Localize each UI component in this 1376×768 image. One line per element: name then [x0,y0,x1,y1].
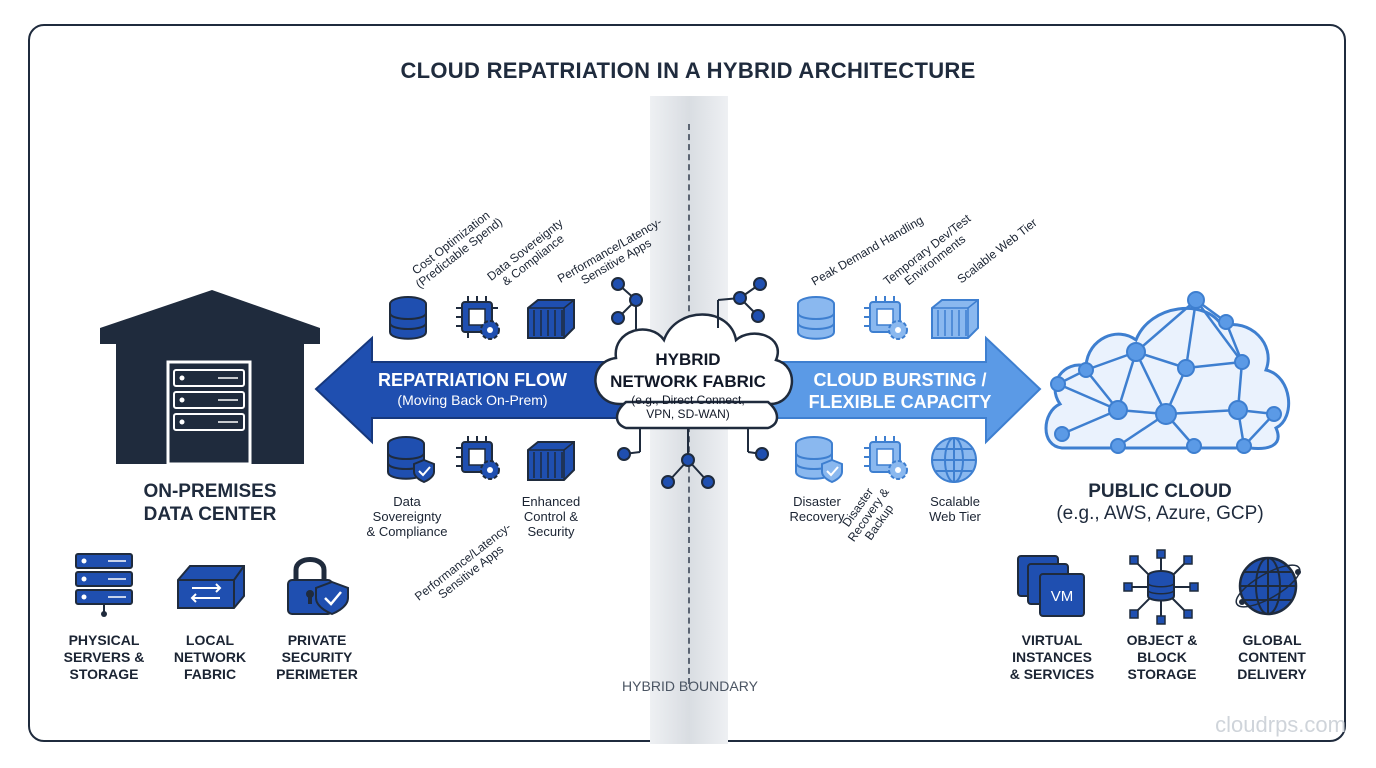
padlock-shield-icon [287,557,349,616]
right-service-2-line2: BLOCK [1137,649,1187,665]
right-bottom-label-1b: Recovery [789,509,845,524]
hub-title-line1: HYBRID [655,350,721,369]
public-cloud-subtitle: (e.g., AWS, Azure, GCP) [1056,503,1264,524]
left-service-2-line3: FABRIC [183,666,237,682]
left-bottom-label-1a: Data [393,494,421,509]
public-cloud-title: PUBLIC CLOUD [1088,481,1232,502]
left-bottom-label-1b: Sovereignty [372,509,442,524]
left-service-2-line1: LOCAL [185,632,235,648]
left-service-3-line2: SECURITY [281,649,353,665]
right-bottom-label-3b: Web Tier [929,509,981,524]
repatriation-flow-title: REPATRIATION FLOW [378,370,567,390]
left-bottom-label-3a: Enhanced [521,494,581,509]
database-shield-icon [795,436,843,484]
diagram-title: CLOUD REPATRIATION IN A HYBRID ARCHITECT… [400,58,976,83]
left-service-2-line2: NETWORK [173,649,247,665]
left-service-3-line3: PERIMETER [276,666,358,682]
right-service-3-line2: CONTENT [1238,649,1306,665]
left-bottom-label-3c: Security [527,524,575,539]
chip-gear-icon [456,296,500,340]
container-icon [527,441,575,481]
right-service-1-line3: & SERVICES [1009,666,1095,682]
globe-orbit-icon [1235,556,1301,616]
right-bottom-label-3a: Scalable [930,494,980,509]
right-service-3-line3: DELIVERY [1237,666,1307,682]
left-service-1-line1: PHYSICAL [68,632,140,648]
hub-title-line2: NETWORK FABRIC [610,372,766,391]
hub-detail-line1: (e.g., Direct Connect, [631,393,745,407]
right-bottom-label-1a: Disaster [793,494,841,509]
left-bottom-label-1c: & Compliance [366,524,448,539]
right-service-1-line1: VIRTUAL [1021,632,1083,648]
hybrid-boundary-label: HYBRID BOUNDARY [622,678,758,694]
left-service-3-line1: PRIVATE [287,632,347,648]
on-prem-title-line1: ON-PREMISES [143,481,277,502]
right-service-2-line3: STORAGE [1127,666,1197,682]
storage-hub-icon [1123,549,1199,625]
container-icon [527,299,575,339]
left-service-1-line3: STORAGE [69,666,139,682]
watermark: cloudrps.com [1215,712,1346,737]
globe-icon [931,437,977,483]
database-icon [797,296,835,340]
chip-gear-icon [456,436,500,480]
vm-label: VM [1051,588,1074,605]
cloud-bursting-line1: CLOUD BURSTING / [813,370,987,390]
on-prem-title-line2: DATA CENTER [143,504,277,525]
network-switch-icon [177,565,245,609]
chip-gear-icon [864,296,908,340]
cloud-bursting-line2: FLEXIBLE CAPACITY [808,392,992,412]
right-service-2-line1: OBJECT & [1126,632,1198,648]
left-service-1-line2: SERVERS & [63,649,145,665]
vm-stack-icon: VM [1017,555,1085,617]
right-service-3-line1: GLOBAL [1242,632,1302,648]
repatriation-flow-subtitle: (Moving Back On-Prem) [397,392,548,408]
container-icon [931,299,979,339]
server-rack-icon [75,553,133,617]
hub-detail-line2: VPN, SD-WAN) [646,407,730,421]
chip-gear-icon [864,436,908,480]
database-shield-icon [387,436,435,484]
right-service-1-line2: INSTANCES [1012,649,1092,665]
database-icon [389,296,427,340]
left-bottom-label-3b: Control & [523,509,579,524]
